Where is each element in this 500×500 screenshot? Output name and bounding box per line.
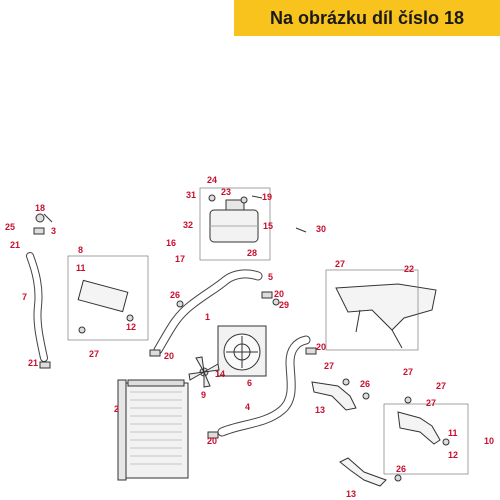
label-28: 28: [247, 248, 257, 258]
clamp-20a: [261, 291, 273, 299]
bolt-26b: [362, 392, 370, 400]
label-5: 5: [268, 272, 273, 282]
bracket-13-lower: [339, 457, 387, 487]
clamp-20c: [207, 431, 219, 439]
label-6: 6: [247, 378, 252, 388]
label-26c: 26: [396, 464, 406, 474]
bolt-27b: [404, 396, 412, 404]
label-23: 23: [221, 187, 231, 197]
label-12b: 12: [448, 450, 458, 460]
group-frame-15: [199, 187, 271, 261]
label-1: 1: [205, 312, 210, 322]
label-26a: 26: [170, 290, 180, 300]
coolant-reservoir: [209, 199, 259, 243]
label-14: 14: [215, 369, 225, 379]
label-22: 22: [404, 264, 414, 274]
radiator: [117, 379, 189, 481]
label-25: 25: [5, 222, 15, 232]
part-number-banner: Na obrázku díl číslo 18: [234, 0, 500, 36]
fan-blade: [188, 356, 220, 388]
label-3: 3: [51, 226, 56, 236]
label-19: 19: [262, 192, 272, 202]
bolt-26c: [394, 474, 402, 482]
label-10: 10: [484, 436, 494, 446]
label-27f: 27: [426, 398, 436, 408]
label-30: 30: [316, 224, 326, 234]
label-21b: 21: [28, 358, 38, 368]
group-frame-22: [325, 269, 419, 351]
label-20c: 20: [207, 436, 217, 446]
bolt-12a: [126, 314, 134, 322]
bolt-12b: [442, 438, 450, 446]
bracket-13-upper: [311, 381, 357, 411]
bracket-10: [397, 411, 441, 445]
pipe-8: [77, 279, 129, 313]
group-frame-10: [383, 403, 469, 475]
label-11a: 11: [76, 263, 86, 273]
bolt-26a: [176, 300, 184, 308]
clamp-20d: [305, 347, 317, 355]
bolt-24: [208, 194, 216, 202]
fitting-18: [43, 213, 53, 223]
bolt-25: [35, 213, 45, 223]
label-8: 8: [78, 245, 83, 255]
label-27b: 27: [403, 367, 413, 377]
clamp-20b: [149, 349, 161, 357]
label-24: 24: [207, 175, 217, 185]
label-27d: 27: [89, 349, 99, 359]
label-7: 7: [22, 292, 27, 302]
label-12a: 12: [126, 322, 136, 332]
cooling-fan: [188, 325, 267, 388]
bolt-27c: [78, 326, 86, 334]
label-20d: 20: [316, 342, 326, 352]
label-21a: 21: [10, 240, 20, 250]
label-27a: 27: [335, 259, 345, 269]
clamp-21a: [33, 227, 45, 235]
label-26b: 26: [360, 379, 370, 389]
clamp-21b: [39, 361, 51, 369]
bolt-29: [272, 298, 280, 306]
bracket-22: [335, 283, 437, 349]
label-27c: 27: [324, 361, 334, 371]
label-16: 16: [166, 238, 176, 248]
label-15: 15: [263, 221, 273, 231]
cap-23: [240, 196, 248, 204]
label-20a: 20: [274, 289, 284, 299]
label-13a: 13: [315, 405, 325, 415]
group-frame-8: [67, 255, 149, 341]
bolt-27a: [342, 378, 350, 386]
label-9: 9: [201, 390, 206, 400]
label-18: 18: [35, 203, 45, 213]
label-27e: 27: [436, 381, 446, 391]
label-11b: 11: [448, 428, 458, 438]
label-13b: 13: [346, 489, 356, 499]
part-labels: 1 2 3 4 5 6 7 8 9 10 11 11 12 12 13 13 1…: [5, 175, 494, 499]
label-4: 4: [245, 402, 250, 412]
cap-19: [251, 195, 263, 199]
label-31: 31: [186, 190, 196, 200]
label-20b: 20: [164, 351, 174, 361]
label-17: 17: [175, 254, 185, 264]
label-32: 32: [183, 220, 193, 230]
label-2: 2: [114, 404, 119, 414]
banner-text: Na obrázku díl číslo 18: [269, 8, 465, 28]
spring-30: [295, 227, 307, 233]
label-29: 29: [279, 300, 289, 310]
